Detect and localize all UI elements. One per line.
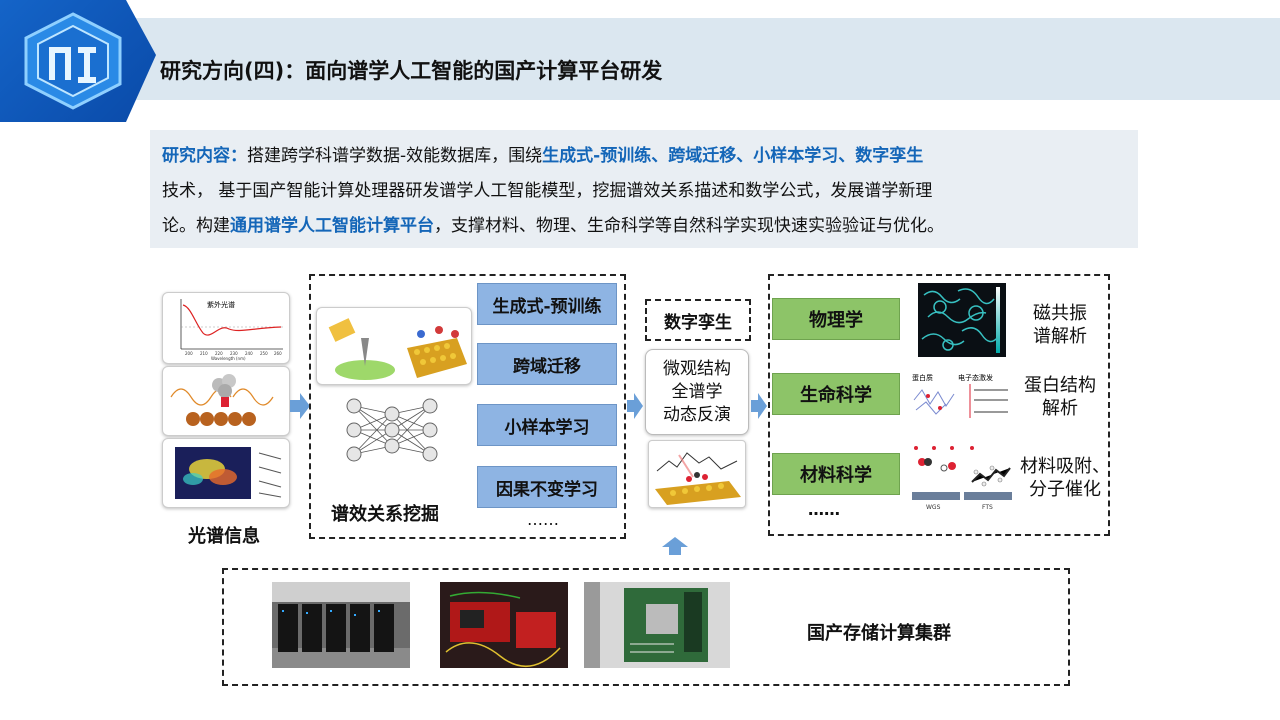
- content-label: 研究内容：: [162, 146, 247, 166]
- server-room-image: [272, 582, 410, 668]
- uv-tick-3: 230: [230, 351, 238, 356]
- research-content-box: 研究内容：搭建跨学科谱学数据-效能数据库，围绕生成式-预训练、跨域迁移、小样本学…: [150, 130, 1138, 248]
- logo-icon: [24, 12, 122, 110]
- protein-image: 蛋白质 电子态激发: [908, 370, 1014, 422]
- tip-enhanced-illustration: [170, 374, 274, 426]
- mining-group: [309, 274, 626, 539]
- life-science-desc: 蛋白结构 解析: [1018, 374, 1102, 420]
- life-desc-line-2: 解析: [1042, 398, 1078, 419]
- content-text-3a: 论。构建: [162, 216, 230, 236]
- arrow-right-icon-2: [627, 393, 643, 419]
- physics-desc-line-2: 谱解析: [1033, 326, 1087, 347]
- uv-tick-0: 200: [185, 351, 193, 356]
- digital-twin-desc-box: 微观结构 全谱学 动态反演: [645, 349, 749, 435]
- molecule-heatmap-illustration: [175, 447, 282, 499]
- digital-twin-title: 数字孪生: [645, 299, 751, 341]
- uv-card-title: 紫外光谱: [207, 300, 235, 309]
- neural-network-icon: [346, 398, 438, 462]
- twin-desc-line-3: 动态反演: [663, 404, 731, 425]
- nmr-image: [918, 283, 1006, 357]
- tip-spectrum-card: [162, 366, 290, 436]
- materials-desc-line-2: 分子催化: [1029, 479, 1101, 500]
- applications-group: [768, 274, 1110, 536]
- uv-x-axis-label: Wavelength (nm): [211, 356, 246, 361]
- protein-label: 蛋白质: [912, 373, 933, 382]
- spectrum-info-label: 光谱信息: [188, 526, 260, 547]
- apps-more-ellipsis: ……: [808, 500, 840, 519]
- cluster-group: [222, 568, 1070, 686]
- materials-desc-line-1: 材料吸附、: [1020, 456, 1110, 477]
- nmr-microscopy-illustration: [921, 287, 1000, 353]
- surface-adsorption-illustration: [655, 452, 741, 505]
- uv-tick-5: 250: [260, 351, 268, 356]
- uv-spectrum-card: 紫外光谱 200 210 220 230 240 250 260 Wavelen…: [162, 292, 290, 364]
- cluster-label: 国产存储计算集群: [807, 623, 951, 644]
- content-text-1a: 搭建跨学科谱学数据-效能数据库，围绕: [247, 146, 543, 166]
- page-title: 研究方向(四)：面向谱学人工智能的国产计算平台研发: [160, 59, 663, 83]
- catalysis-image: WGS FTS: [908, 442, 1014, 512]
- protein-structure-illustration: 蛋白质 电子态激发: [912, 373, 1008, 418]
- hardware-board-image: [440, 582, 568, 668]
- uv-tick-4: 240: [245, 351, 253, 356]
- mining-label: 谱效关系挖掘: [331, 504, 439, 525]
- field-materials-science: 材料科学: [772, 453, 900, 495]
- content-highlight-1: 生成式-预训练、跨域迁移、小样本学习、数字孪生: [542, 146, 924, 166]
- materials-desc: 材料吸附、 分子催化: [1020, 455, 1110, 501]
- life-desc-line-1: 蛋白结构: [1024, 375, 1096, 396]
- mining-illustration-card: [316, 307, 472, 385]
- server-racks-illustration: [272, 582, 410, 668]
- catalysis-illustration: WGS FTS: [912, 446, 1012, 511]
- uv-tick-1: 210: [200, 351, 208, 356]
- excitation-label: 电子态激发: [958, 373, 993, 382]
- field-life-science: 生命科学: [772, 373, 900, 415]
- content-line-3: 论。构建通用谱学人工智能计算平台，支撑材料、物理、生命科学等自然科学实现快速实验…: [162, 214, 944, 238]
- arrow-right-icon: [290, 393, 310, 419]
- digital-twin-illustration: [648, 440, 746, 508]
- molecule-spectrum-card: [162, 438, 290, 508]
- twin-desc-line-1: 微观结构: [663, 358, 731, 379]
- tip-lattice-illustration: [328, 318, 467, 380]
- method-generative-pretrain: 生成式-预训练: [477, 283, 617, 325]
- field-physics: 物理学: [772, 298, 900, 340]
- mining-more-ellipsis: ……: [527, 510, 559, 529]
- content-text-3b: ，支撑材料、物理、生命科学等自然科学实现快速实验验证与优化。: [434, 216, 944, 236]
- header-bar: [0, 18, 1280, 100]
- server-internals-illustration: [584, 582, 708, 668]
- server-internal-image: [584, 582, 730, 668]
- compute-board-illustration: [445, 591, 561, 668]
- method-few-shot-learning: 小样本学习: [477, 404, 617, 446]
- content-line-2: 技术， 基于国产智能计算处理器研发谱学人工智能模型，挖掘谱效关系描述和数学公式，…: [162, 181, 933, 201]
- twin-desc-line-2: 全谱学: [671, 381, 723, 402]
- fts-label: FTS: [982, 504, 993, 511]
- content-highlight-3: 通用谱学人工智能计算平台: [230, 216, 434, 236]
- content-line-1: 研究内容：搭建跨学科谱学数据-效能数据库，围绕生成式-预训练、跨域迁移、小样本学…: [162, 144, 923, 168]
- arrow-up-icon: [662, 537, 688, 555]
- arrow-right-icon-3: [751, 393, 767, 419]
- wgs-label: WGS: [926, 504, 941, 511]
- uv-tick-2: 220: [215, 351, 223, 356]
- uv-spectrum-plot: 紫外光谱 200 210 220 230 240 250 260 Wavelen…: [180, 299, 283, 361]
- physics-desc-line-1: 磁共振: [1033, 303, 1087, 324]
- method-cross-domain-transfer: 跨域迁移: [477, 343, 617, 385]
- uv-tick-6: 260: [274, 351, 282, 356]
- method-causal-invariant-learning: 因果不变学习: [477, 466, 617, 508]
- physics-desc: 磁共振 谱解析: [1022, 302, 1098, 348]
